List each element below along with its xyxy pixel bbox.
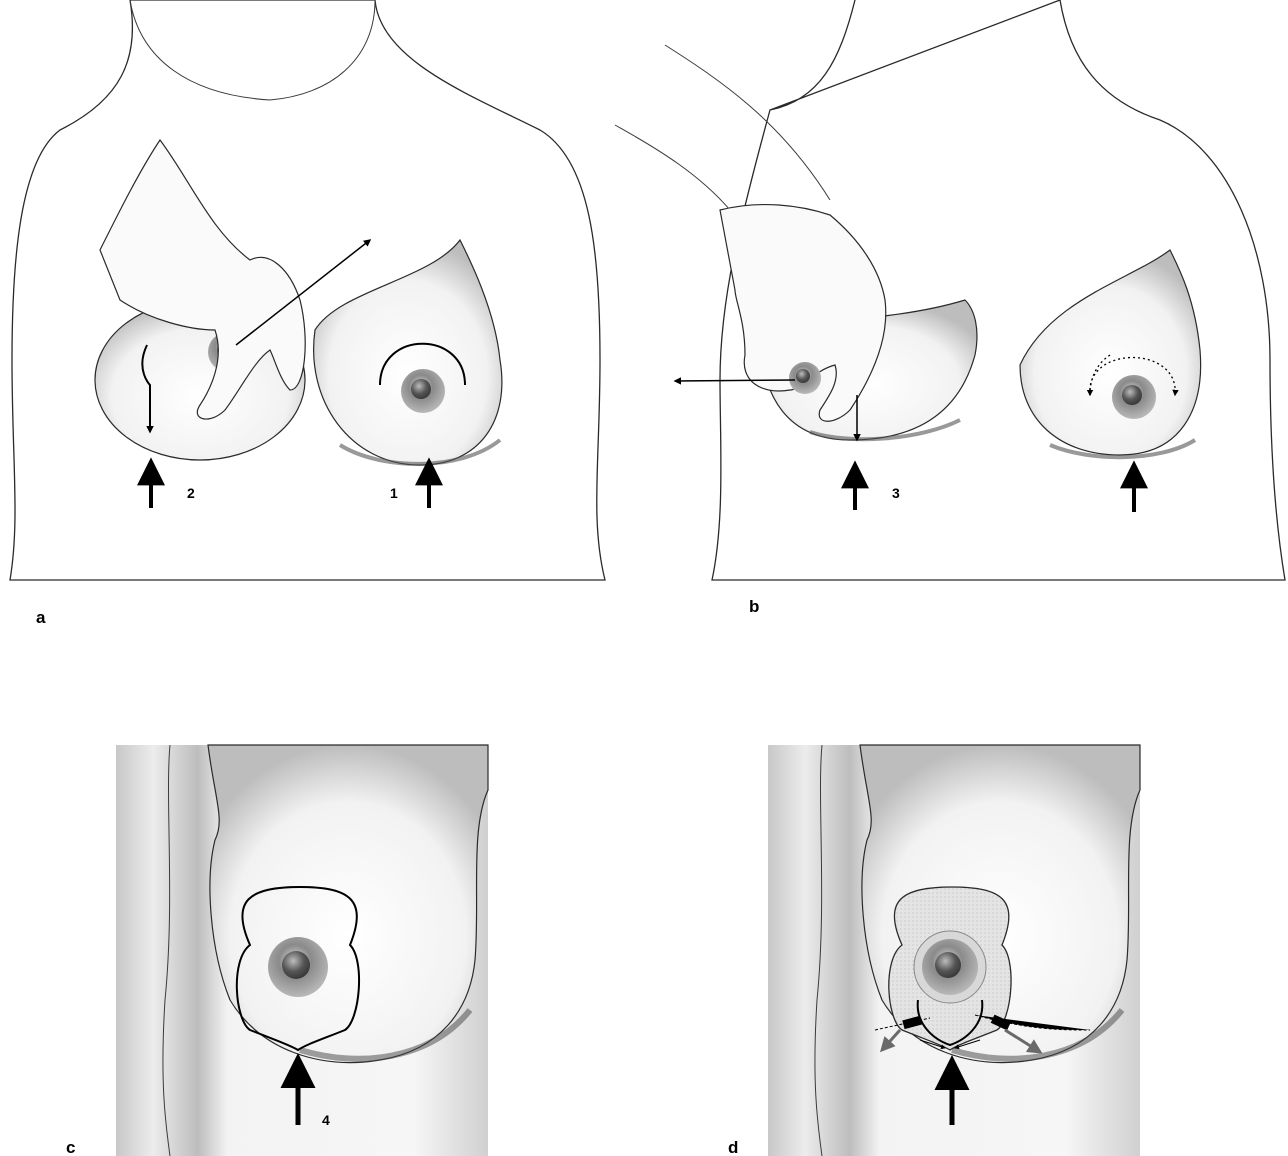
neck-line-right (270, 0, 375, 100)
panel-a: 2 1 a (10, 0, 605, 627)
arm-line-b (665, 45, 830, 200)
step-1-label: 1 (390, 485, 398, 501)
panel-letter-a: a (36, 608, 46, 627)
torso-outline (10, 0, 605, 580)
panel-d: d (728, 745, 1140, 1156)
nipple-b-left (1122, 385, 1142, 405)
step-2-label: 2 (187, 485, 195, 501)
panel-c: 4 c (66, 745, 488, 1156)
panel-b: 3 b (615, 0, 1285, 616)
step-4-label: 4 (322, 1112, 330, 1128)
panel-letter-c: c (66, 1138, 75, 1156)
nipple-a-left (411, 379, 431, 399)
nipple-c (282, 951, 310, 979)
panel-letter-d: d (728, 1138, 738, 1156)
step-3-label: 3 (892, 485, 900, 501)
arm-line-b2 (615, 125, 730, 210)
nipple-d (935, 952, 961, 978)
neck-line-left (130, 0, 270, 100)
nipple-b-right (796, 369, 810, 383)
breast-c (208, 745, 488, 1063)
panel-letter-b: b (749, 597, 759, 616)
pull-arrow-b (675, 380, 795, 381)
breast-left-b (1020, 250, 1201, 455)
breast-left (314, 240, 502, 465)
